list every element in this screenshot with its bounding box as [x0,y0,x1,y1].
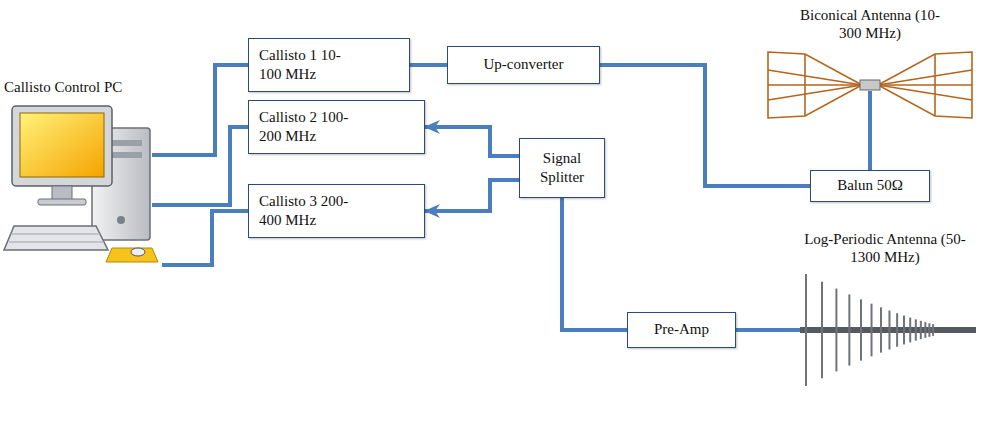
signal-cable [600,65,810,186]
node-label: Balun 50Ω [837,176,903,196]
receiver-box: Callisto 2 100-200 MHz [248,100,425,154]
signal-cable [425,127,519,156]
log-periodic-antenna [800,274,976,386]
balun-box: Balun 50Ω [810,170,930,202]
amplifier-box: Pre-Amp [627,312,736,348]
splitter-box: Signal Splitter [519,138,605,198]
antenna-label: Log-Periodic Antenna (50-1300 MHz) [800,230,970,266]
converter-box: Up-converter [447,46,600,84]
signal-cable [410,63,447,67]
signal-cable [562,198,627,330]
pc-wire [152,65,248,265]
node-label: Callisto 2 100-200 MHz [259,108,354,147]
node-label: Callisto 3 200-400 MHz [259,192,354,231]
antenna-wire [736,91,870,330]
node-label: Pre-Amp [654,320,709,340]
receiver-box: Callisto 3 200-400 MHz [248,184,425,238]
device-label: Callisto Control PC [4,78,174,96]
pc-icon [4,106,158,262]
node-label: Callisto 1 10-100 MHz [259,46,354,85]
signal-cable [425,180,519,211]
node-label: Up-converter [484,55,564,75]
antenna-label: Biconical Antenna (10-300 MHz) [800,6,940,42]
receiver-box: Callisto 1 10-100 MHz [248,38,410,92]
node-label: Signal Splitter [531,149,593,188]
